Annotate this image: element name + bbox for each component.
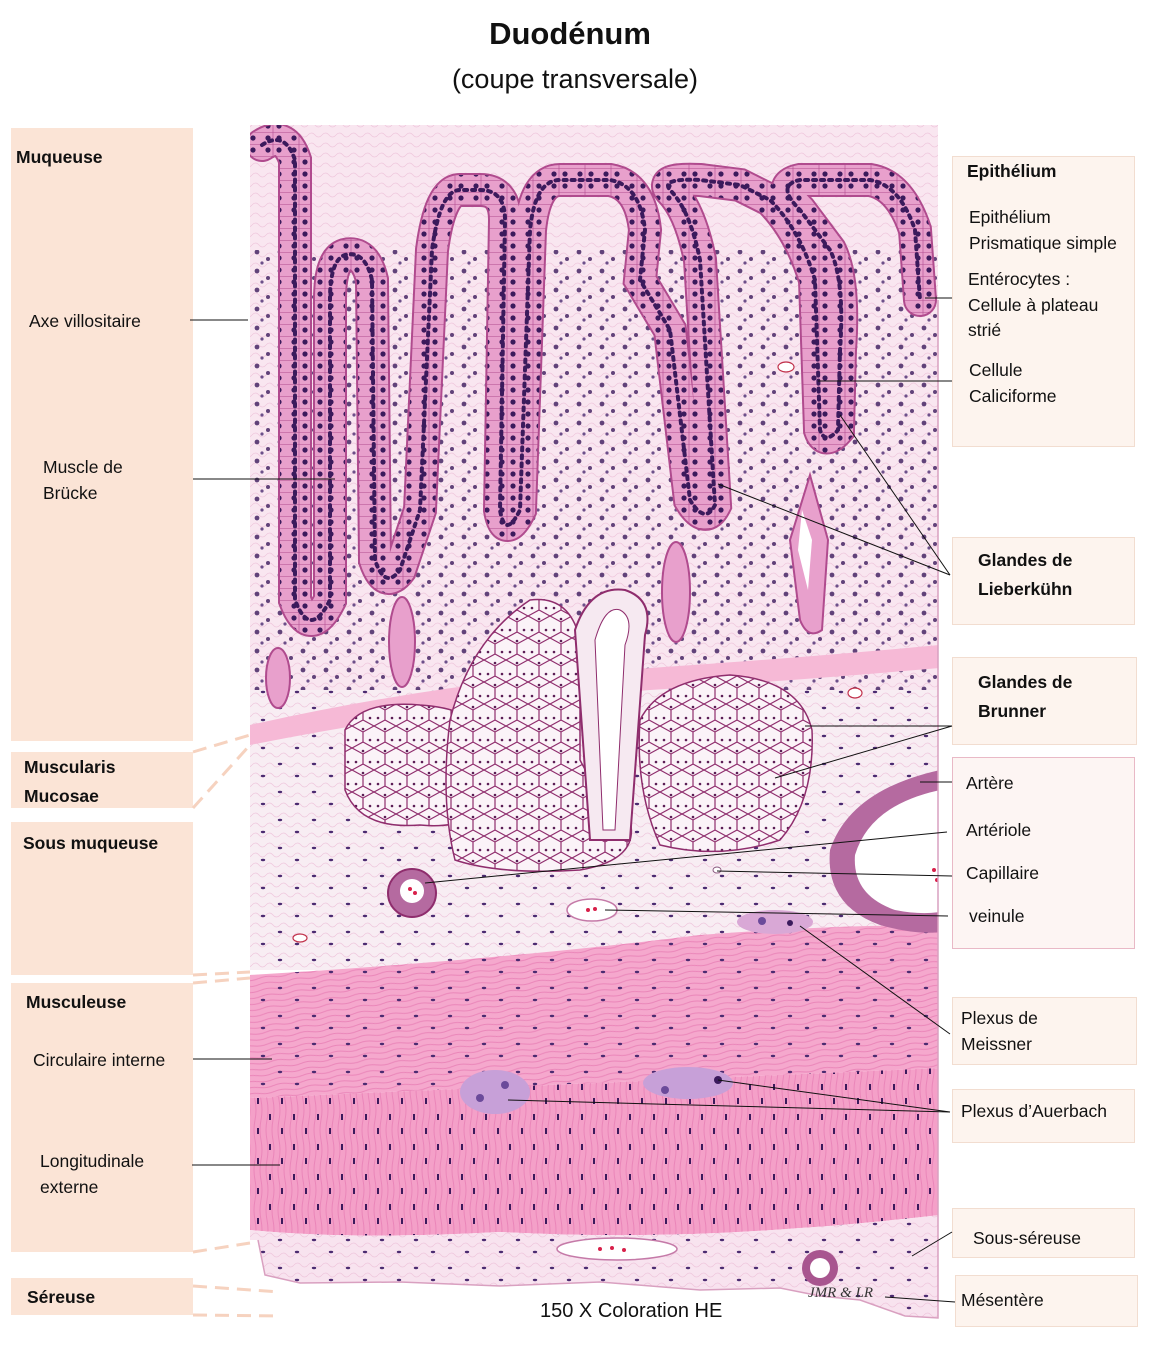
label-line: Entérocytes : — [968, 269, 1071, 289]
label-sereuse: Séreuse — [27, 1287, 96, 1307]
label-line: Meissner — [961, 1034, 1032, 1054]
label-line: Prismatique simple — [969, 233, 1117, 253]
brunner-box — [952, 657, 1137, 745]
label-muscle-brucke: Muscle de Brücke — [43, 454, 123, 506]
label-mesentere: Mésentère — [961, 1290, 1044, 1310]
label-cellule-caliciforme: Cellule Caliciforme — [969, 357, 1057, 409]
label-line: Muscularis — [24, 757, 116, 777]
label-line: Lieberkühn — [978, 579, 1073, 599]
label-plexus-meissner: Plexus de Meissner — [961, 1005, 1038, 1057]
label-enterocytes: Entérocytes : Cellule à plateau strié — [968, 267, 1098, 344]
label-artere: Artère — [966, 773, 1014, 793]
label-epithelium: Epithélium — [967, 161, 1057, 181]
label-line: Muscle de — [43, 457, 123, 477]
label-arteriole: Artériole — [966, 820, 1032, 840]
label-capillaire: Capillaire — [966, 863, 1039, 883]
meissner-box — [952, 997, 1137, 1065]
author-signature: JMR & LR — [808, 1285, 873, 1301]
label-line: Cellule — [969, 360, 1023, 380]
label-longitudinale-externe: Longitudinale externe — [40, 1148, 144, 1200]
label-muscularis-mucosae: Muscularis Mucosae — [24, 753, 115, 811]
label-line: Glandes de — [978, 550, 1073, 570]
label-sous-sereuse: Sous-séreuse — [973, 1228, 1081, 1248]
label-line: externe — [40, 1177, 99, 1197]
sous-muqueuse-box — [11, 822, 193, 975]
lieberkuhn-box — [952, 537, 1135, 625]
label-line: Brücke — [43, 483, 98, 503]
label-line: Mucosae — [24, 786, 99, 806]
label-sous-muqueuse: Sous muqueuse — [23, 833, 159, 853]
label-epithelium-prismatique: Epithélium Prismatique simple — [969, 204, 1117, 256]
label-plexus-auerbach: Plexus d’Auerbach — [961, 1101, 1107, 1121]
musculeuse-box — [11, 983, 193, 1252]
label-musculeuse: Musculeuse — [26, 992, 127, 1012]
epithelium-box — [952, 156, 1135, 447]
sous-sereuse-box — [952, 1208, 1135, 1258]
label-line: strié — [968, 320, 1002, 340]
diagram-title: Duodénum — [489, 16, 651, 51]
label-line: Plexus de — [961, 1008, 1038, 1028]
label-line: Cellule à plateau — [968, 294, 1099, 315]
label-line: Brunner — [978, 701, 1047, 721]
label-line: Caliciforme — [969, 386, 1057, 406]
label-line: Glandes de — [978, 672, 1073, 692]
muscularis-mucosae-box — [11, 752, 193, 808]
diagram-subtitle: (coupe transversale) — [451, 64, 699, 94]
label-muqueuse: Muqueuse — [16, 147, 103, 167]
label-veinule: veinule — [969, 906, 1025, 926]
vessels-box — [952, 757, 1135, 949]
mesentere-box — [955, 1275, 1138, 1327]
auerbach-box — [952, 1089, 1135, 1143]
label-axe-villositaire: Axe villositaire — [29, 311, 141, 331]
label-glandes-brunner: Glandes de Brunner — [978, 668, 1072, 726]
magnification-caption: 150 X Coloration HE — [540, 1300, 723, 1322]
muqueuse-box — [11, 128, 193, 741]
label-circulaire-interne: Circulaire interne — [33, 1050, 166, 1070]
label-glandes-lieberkuhn: Glandes de Lieberkühn — [978, 546, 1072, 604]
label-line: Longitudinale — [40, 1151, 145, 1171]
sereuse-box — [11, 1278, 193, 1315]
label-line: Epithélium — [969, 207, 1051, 227]
